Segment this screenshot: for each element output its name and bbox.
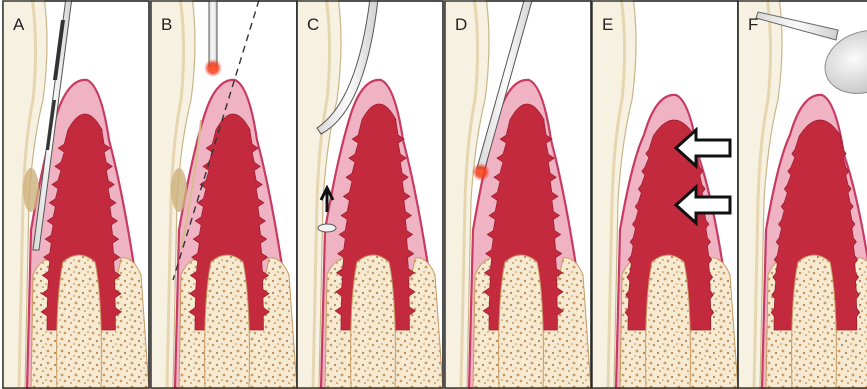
bone-crest [57, 255, 102, 389]
bone-crest [792, 255, 837, 389]
calculus-deposit [171, 168, 187, 212]
panel-label-a: A [13, 15, 25, 34]
panel-label-f: F [748, 15, 758, 34]
bone-crest [351, 255, 396, 389]
bone-crest [499, 255, 544, 389]
laser-fiber-icon [209, 0, 217, 66]
panel-label-e: E [602, 15, 613, 34]
panel-label-c: C [307, 15, 319, 34]
bone-crest [205, 255, 250, 389]
bone-crest [646, 255, 691, 389]
calculus-deposit [23, 168, 39, 212]
laser-spot [204, 59, 222, 77]
panel-label-b: B [161, 15, 172, 34]
panel-label-d: D [455, 15, 467, 34]
laser-spot [472, 163, 490, 181]
tissue-fragment [318, 224, 336, 232]
